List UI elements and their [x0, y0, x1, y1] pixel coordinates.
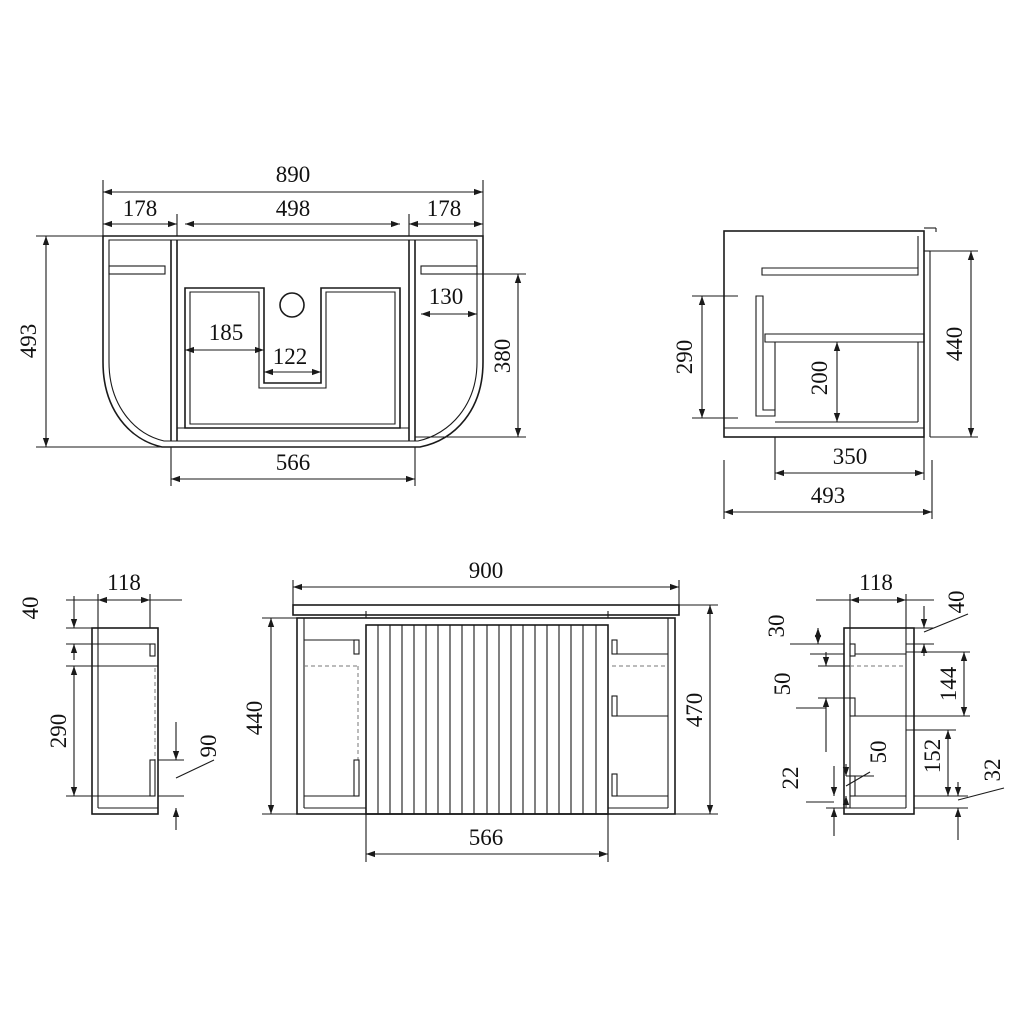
dim-front-door: 566 [469, 825, 504, 850]
dim-side-shelf: 200 [807, 361, 832, 396]
dim-top-drawer-depth: 380 [490, 339, 515, 374]
left-section-view [91, 627, 159, 815]
dim-top-drawer-gap: 130 [429, 284, 464, 309]
side-view-dimensions [692, 250, 978, 519]
dim-left-top: 40 [18, 597, 43, 620]
front-elevation-view [292, 604, 680, 815]
dim-right-top: 40 [944, 591, 969, 614]
dim-right-32: 32 [980, 759, 1005, 782]
dim-top-left-side: 178 [123, 196, 158, 221]
side-view-labels: 290 440 200 350 493 [672, 327, 967, 508]
dim-right-152: 152 [920, 739, 945, 774]
dim-left-width: 118 [107, 570, 141, 595]
dim-side-upper: 290 [672, 340, 697, 375]
dim-top-right-side: 178 [427, 196, 462, 221]
right-view-dimensions [790, 594, 1005, 840]
top-view-dimensions [36, 180, 526, 486]
dim-side-drawer: 350 [833, 444, 868, 469]
dim-front-height: 440 [242, 701, 267, 736]
dim-top-center: 498 [276, 196, 311, 221]
front-view-dimensions [262, 580, 718, 862]
dim-right-22: 22 [778, 767, 803, 790]
dim-left-height: 290 [46, 714, 71, 749]
left-view-dimensions [66, 594, 215, 830]
right-view-labels: 118 40 30 144 50 152 50 22 32 [764, 570, 1005, 790]
side-elevation-view [723, 227, 937, 438]
top-plan-view [102, 235, 484, 448]
dim-side-depth: 493 [811, 483, 846, 508]
dim-top-overall: 890 [276, 162, 311, 187]
dim-top-cut-width: 122 [273, 344, 308, 369]
dim-top-depth: 493 [16, 324, 41, 359]
left-view-labels: 118 40 290 90 [18, 570, 221, 758]
front-view-labels: 900 440 470 566 [242, 558, 707, 850]
right-section-view [843, 627, 915, 815]
top-view-labels: 890 178 498 178 493 130 380 185 122 566 [16, 162, 515, 475]
dim-right-width: 118 [859, 570, 893, 595]
dim-right-30: 30 [764, 615, 789, 638]
dim-top-cut-left: 185 [209, 320, 244, 345]
dim-front-overall: 900 [469, 558, 504, 583]
dim-left-low: 90 [196, 735, 221, 758]
fluted-door-slats [377, 625, 597, 814]
dim-right-144: 144 [936, 666, 961, 701]
dim-front-total-height: 470 [682, 693, 707, 728]
dim-right-50b: 50 [866, 741, 891, 764]
dim-side-height: 440 [942, 327, 967, 362]
dim-top-inner-width: 566 [276, 450, 311, 475]
dim-right-50a: 50 [770, 673, 795, 696]
